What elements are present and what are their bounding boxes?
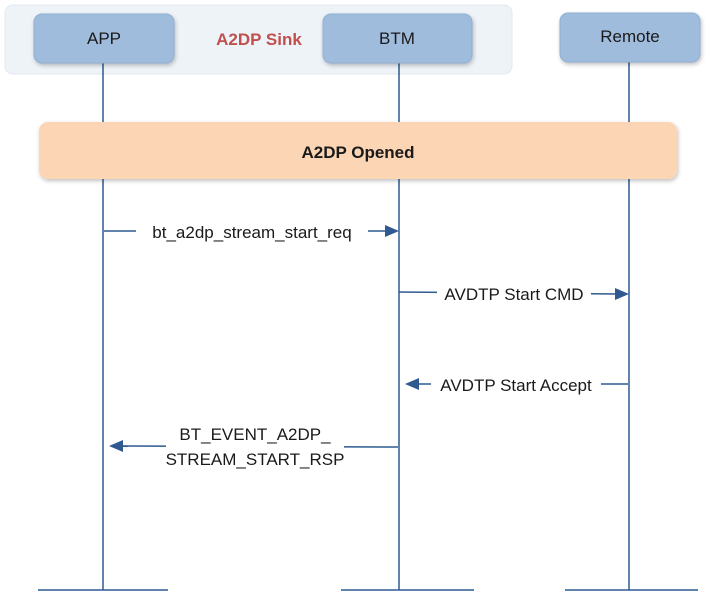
message-start-accept: AVDTP Start Accept	[405, 374, 628, 396]
participant-remote: Remote	[559, 12, 701, 63]
message-start-req-arrowhead	[385, 225, 399, 237]
participant-app-label: APP	[87, 29, 121, 48]
message-start-cmd: AVDTP Start CMD	[398, 283, 629, 305]
message-start-rsp: BT_EVENT_A2DP_ STREAM_START_RSP	[109, 422, 399, 472]
message-start-rsp-label-line2: STREAM_START_RSP	[166, 450, 345, 469]
participant-app-box	[33, 13, 175, 64]
message-start-cmd-label-bg	[437, 283, 591, 305]
message-start-cmd-arrowhead	[615, 288, 629, 300]
message-start-cmd-label: AVDTP Start CMD	[444, 285, 583, 304]
state-banner: A2DP Opened	[39, 122, 677, 179]
participant-remote-label: Remote	[600, 27, 660, 46]
message-start-rsp-label-bg	[166, 422, 344, 472]
participant-btm: BTM	[322, 13, 473, 64]
participant-btm-box	[322, 13, 473, 64]
message-start-accept-label-bg	[431, 374, 601, 396]
participant-app: APP	[33, 13, 175, 64]
message-start-accept-arrowhead	[405, 378, 419, 390]
message-start-rsp-arrowhead	[109, 440, 123, 452]
message-start-accept-label: AVDTP Start Accept	[440, 376, 592, 395]
participant-btm-label: BTM	[379, 29, 415, 48]
participant-remote-box	[559, 12, 701, 63]
state-banner-box	[39, 122, 677, 179]
message-start-req: bt_a2dp_stream_start_req	[104, 221, 399, 243]
message-start-rsp-label-line1: BT_EVENT_A2DP_	[179, 425, 331, 444]
state-banner-label: A2DP Opened	[301, 143, 414, 162]
message-start-req-label: bt_a2dp_stream_start_req	[152, 223, 351, 242]
message-start-req-label-bg	[136, 221, 368, 243]
group-title: A2DP Sink	[216, 30, 302, 49]
